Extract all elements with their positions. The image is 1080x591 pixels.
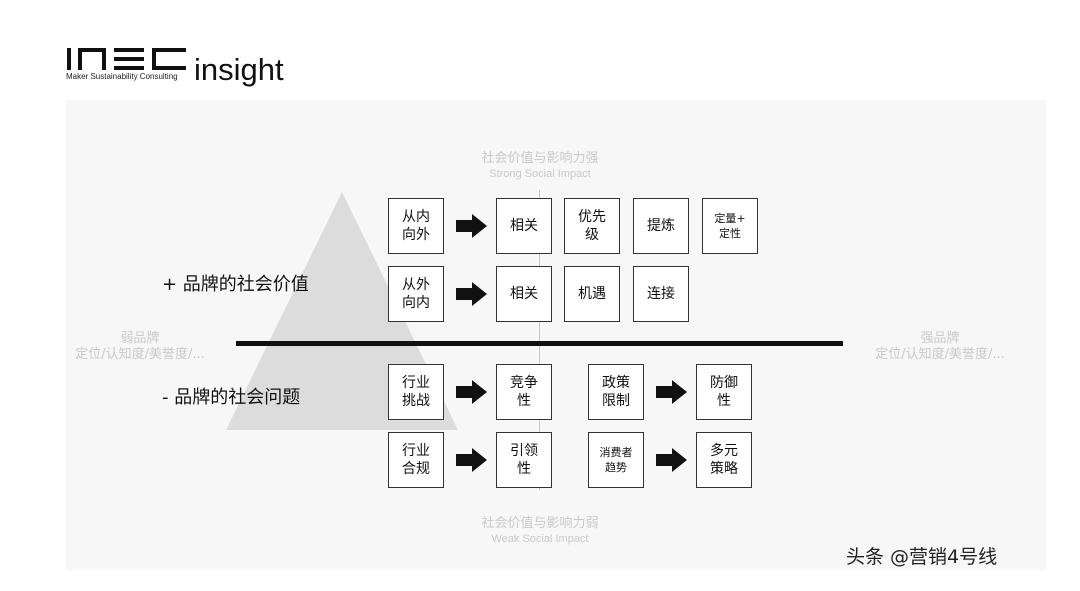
axis-top-label: 社会价值与影响力强 Strong Social Impact	[440, 151, 640, 181]
axis-bottom-zh: 社会价值与影响力弱	[481, 516, 599, 531]
box-text: 多元 策略	[710, 443, 738, 477]
box-relevant-1: 相关	[496, 198, 552, 254]
axis-left-zh: 弱品牌	[120, 331, 160, 346]
diagram-background	[66, 100, 1046, 570]
box-refine: 提炼	[633, 198, 689, 254]
box-policy-limits: 政策 限制	[588, 364, 644, 420]
box-industry-challenge: 行业 挑战	[388, 364, 444, 420]
box-text: 定量+ 定性	[714, 212, 746, 240]
right-arrow-icon	[656, 448, 687, 472]
box-text: 相关	[510, 286, 538, 302]
logo-wordmark: insight	[194, 52, 284, 87]
box-text: 行业 合规	[402, 443, 430, 477]
watermark: 头条 @营销4号线	[846, 546, 998, 568]
right-arrow-icon	[656, 380, 687, 404]
right-arrow-icon	[456, 448, 487, 472]
axis-right-zh: 强品牌	[920, 331, 960, 346]
box-outside-in: 从外 向内	[388, 266, 444, 322]
box-text: 连接	[647, 286, 675, 302]
box-text: 优先 级	[578, 209, 606, 243]
box-diverse-strategy: 多元 策略	[696, 432, 752, 488]
box-consumer-trends: 消费者 趋势	[588, 432, 644, 488]
box-text: 相关	[510, 218, 538, 234]
msc-logo-icon	[67, 48, 186, 70]
axis-bottom-en: Weak Social Impact	[491, 533, 589, 545]
box-industry-compliance: 行业 合规	[388, 432, 444, 488]
right-arrow-icon	[456, 380, 487, 404]
axis-left-label: 弱品牌 定位/认知度/美誉度/...	[40, 331, 240, 363]
box-competitiveness: 竞争 性	[496, 364, 552, 420]
logo-subtitle: Maker Sustainability Consulting	[66, 72, 178, 81]
axis-right-detail: 定位/认知度/美誉度/...	[875, 347, 1005, 362]
axis-top-en: Strong Social Impact	[489, 168, 591, 180]
box-text: 防御 性	[710, 375, 738, 409]
box-text: 提炼	[647, 218, 675, 234]
box-leadership: 引领 性	[496, 432, 552, 488]
axis-bottom-label: 社会价值与影响力弱 Weak Social Impact	[440, 516, 640, 546]
axis-top-zh: 社会价值与影响力强	[481, 151, 599, 166]
box-text: 行业 挑战	[402, 375, 430, 409]
box-relevant-2: 相关	[496, 266, 552, 322]
box-priority: 优先 级	[564, 198, 620, 254]
axis-left-detail: 定位/认知度/美誉度/...	[75, 347, 205, 362]
box-text: 政策 限制	[602, 375, 630, 409]
box-text: 消费者 趋势	[599, 446, 633, 474]
box-text: 从外 向内	[402, 277, 430, 311]
box-opportunity: 机遇	[564, 266, 620, 322]
box-text: 从内 向外	[402, 209, 430, 243]
axis-right-label: 强品牌 定位/认知度/美誉度/...	[840, 331, 1040, 363]
box-inside-out: 从内 向外	[388, 198, 444, 254]
right-arrow-icon	[456, 282, 487, 306]
right-arrow-icon	[456, 214, 487, 238]
vertical-axis	[539, 190, 540, 490]
box-quant-qual: 定量+ 定性	[702, 198, 758, 254]
horizontal-axis	[236, 341, 843, 346]
box-connect: 连接	[633, 266, 689, 322]
box-text: 竞争 性	[510, 375, 538, 409]
section-social-problem: - 品牌的社会问题	[162, 387, 301, 408]
box-text: 机遇	[578, 286, 606, 302]
box-text: 引领 性	[510, 443, 538, 477]
section-social-value: + 品牌的社会价值	[162, 274, 309, 295]
box-defensive: 防御 性	[696, 364, 752, 420]
